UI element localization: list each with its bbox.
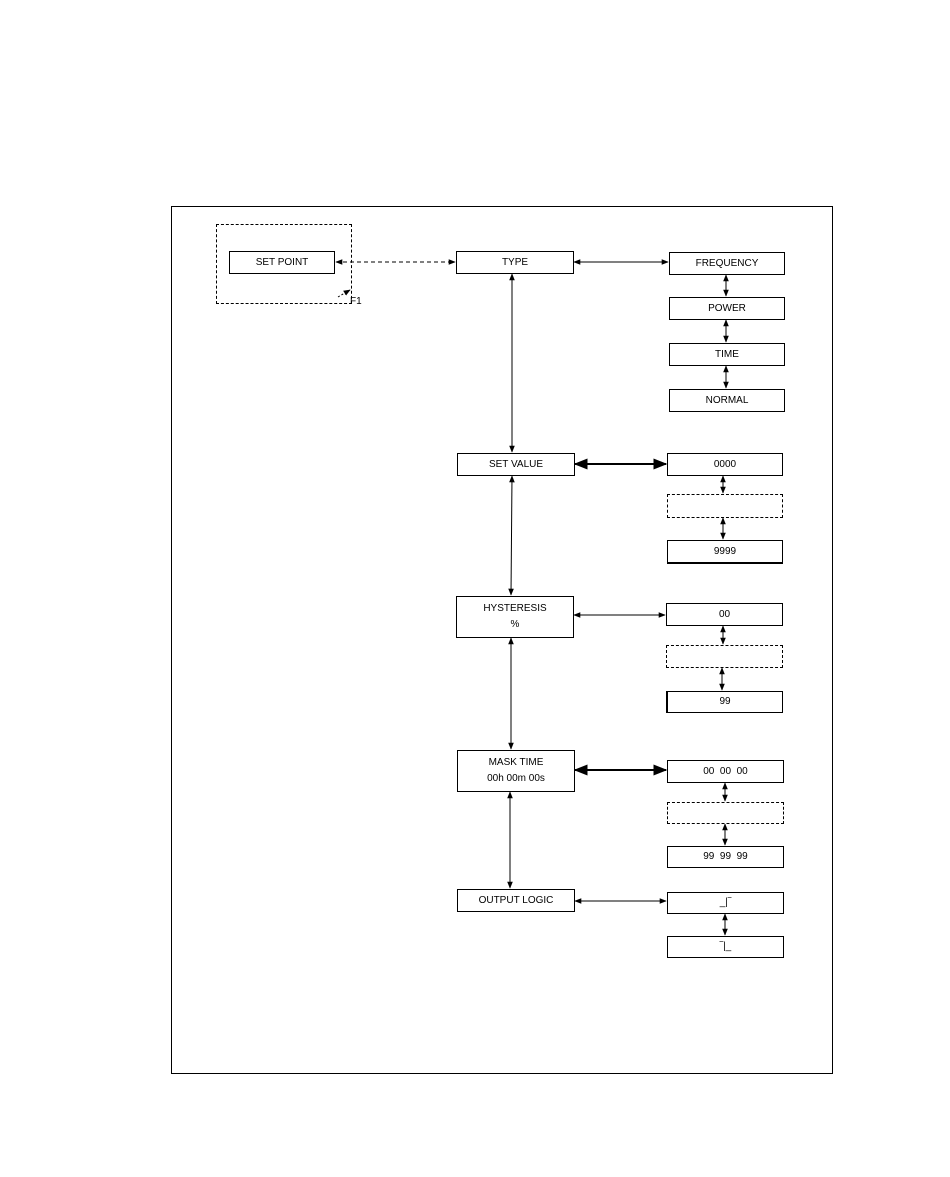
mask-time-max-box: 99 99 99	[667, 846, 784, 868]
hysteresis-max-box: 99	[666, 691, 783, 713]
hysteresis-box: HYSTERESIS %	[456, 596, 574, 638]
output-logic-symbol: _|‾	[720, 895, 732, 911]
type-box: TYPE	[456, 251, 574, 274]
output-logic-option-falling: ‾|_	[667, 936, 784, 958]
type-label: TYPE	[502, 255, 528, 271]
hysteresis-min: 00	[719, 607, 730, 623]
f1-key-label: F1	[350, 296, 362, 307]
type-option-label: POWER	[708, 301, 746, 317]
mask-time-mid-box	[667, 802, 784, 824]
set-point-label: SET POINT	[256, 255, 309, 271]
set-value-mid-box	[667, 494, 783, 518]
set-value-label: SET VALUE	[489, 457, 543, 473]
type-option-time: TIME	[669, 343, 785, 366]
type-option-normal: NORMAL	[669, 389, 785, 412]
hysteresis-min-box: 00	[666, 603, 783, 626]
type-option-label: NORMAL	[706, 393, 749, 409]
mask-time-label: MASK TIME	[489, 755, 544, 771]
hysteresis-unit: %	[511, 617, 520, 633]
mask-time-format: 00h 00m 00s	[487, 771, 545, 787]
output-logic-label: OUTPUT LOGIC	[479, 893, 554, 909]
type-option-power: POWER	[669, 297, 785, 320]
type-option-label: FREQUENCY	[696, 256, 759, 272]
mask-time-min: 00 00 00	[703, 764, 747, 780]
set-value-min-box: 0000	[667, 453, 783, 476]
set-point-box: SET POINT	[229, 251, 335, 274]
output-logic-option-rising: _|‾	[667, 892, 784, 914]
type-option-label: TIME	[715, 347, 739, 363]
mask-time-min-box: 00 00 00	[667, 760, 784, 783]
hysteresis-max: 99	[719, 694, 730, 710]
set-value-max: 9999	[714, 544, 736, 560]
type-option-frequency: FREQUENCY	[669, 252, 785, 275]
set-value-max-box: 9999	[667, 540, 783, 564]
hysteresis-label: HYSTERESIS	[483, 601, 546, 617]
set-value-box: SET VALUE	[457, 453, 575, 476]
mask-time-max: 99 99 99	[703, 849, 747, 865]
mask-time-box: MASK TIME 00h 00m 00s	[457, 750, 575, 792]
set-value-min: 0000	[714, 457, 736, 473]
output-logic-symbol: ‾|_	[720, 939, 732, 955]
connector-setvalue-hysteresis	[511, 476, 512, 595]
hysteresis-mid-box	[666, 645, 783, 668]
output-logic-box: OUTPUT LOGIC	[457, 889, 575, 912]
